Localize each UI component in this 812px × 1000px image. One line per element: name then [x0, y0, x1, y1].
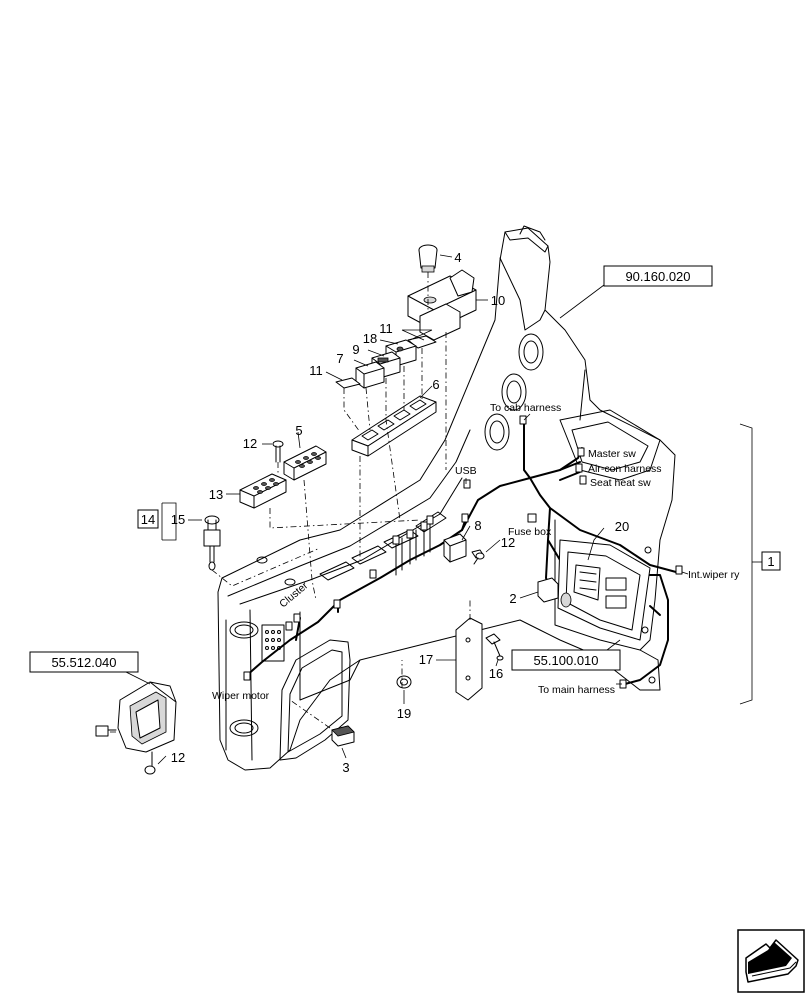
callout-5: 5	[295, 423, 302, 438]
key-switch	[203, 515, 221, 571]
label-wiper-motor: Wiper motor	[212, 690, 270, 702]
ref-box-55-100-010[interactable]: 55.100.010	[511, 649, 621, 671]
callout-12-top: 12	[243, 436, 257, 451]
callout-19: 19	[397, 706, 411, 721]
switch-housing	[407, 269, 477, 341]
callout-13: 13	[209, 487, 223, 502]
label-seat-heat-sw: Seat heat sw	[590, 477, 651, 489]
screw-part	[272, 440, 284, 463]
label-to-cab-harness: To cab harness	[490, 402, 561, 414]
callout-7: 7	[336, 351, 343, 366]
callout-numbers: 1 2 3 4 5 6 7 8 9 10 11 11 12 12 12 13 1…	[141, 250, 775, 775]
cluster-display	[95, 681, 177, 753]
next-page-arrow-icon[interactable]	[737, 929, 805, 993]
callout-4: 4	[454, 250, 461, 265]
bolt-lower	[144, 751, 156, 775]
label-fuse-box: Fuse box	[508, 526, 552, 538]
callout-16: 16	[489, 666, 503, 681]
keypad-base	[239, 473, 287, 509]
socket-part	[418, 244, 438, 273]
callout-8: 8	[474, 518, 481, 533]
small-switch	[331, 725, 355, 747]
ref-text-55-100-010: 55.100.010	[533, 653, 598, 668]
callout-2: 2	[509, 591, 516, 606]
callout-18: 18	[363, 331, 377, 346]
callout-10: 10	[491, 293, 505, 308]
bolt-part	[485, 633, 504, 661]
ref-box-90-160-020[interactable]: 90.160.020	[603, 265, 713, 287]
callout-12-low: 12	[171, 750, 185, 765]
ref-text-55-512-040: 55.512.040	[51, 655, 116, 670]
callout-box-14	[137, 509, 159, 529]
callout-1: 1	[767, 554, 774, 569]
bracket-part	[455, 617, 483, 701]
label-air-con-harness: Air-con harness	[588, 463, 662, 475]
label-usb: USB	[455, 465, 477, 477]
assembly-lines	[110, 272, 471, 733]
callout-9: 9	[352, 342, 359, 357]
callout-12-mid: 12	[501, 535, 515, 550]
connector-part	[537, 577, 572, 608]
bolt-mid	[473, 552, 485, 565]
ref-box-55-512-040[interactable]: 55.512.040	[29, 651, 139, 673]
callout-11-left: 11	[309, 363, 323, 378]
callout-6: 6	[432, 377, 439, 392]
label-master-sw: Master sw	[588, 448, 636, 460]
switch-bezel	[351, 395, 437, 457]
rocker-switches	[335, 335, 437, 389]
callout-11-top: 11	[379, 321, 393, 336]
callout-3: 3	[342, 760, 349, 775]
leader-lines	[105, 254, 762, 765]
callout-14: 14	[141, 512, 155, 527]
ref-text-90-160-020: 90.160.020	[625, 269, 690, 284]
callout-15: 15	[171, 512, 185, 527]
label-to-main-harness: To main harness	[538, 684, 615, 696]
callout-box-1	[761, 551, 781, 571]
label-int-wiper-ry: Int.wiper ry	[688, 569, 740, 581]
keypad-part	[283, 445, 327, 481]
callout-17: 17	[419, 652, 433, 667]
callout-20: 20	[615, 519, 629, 534]
grommet-part	[396, 675, 412, 689]
